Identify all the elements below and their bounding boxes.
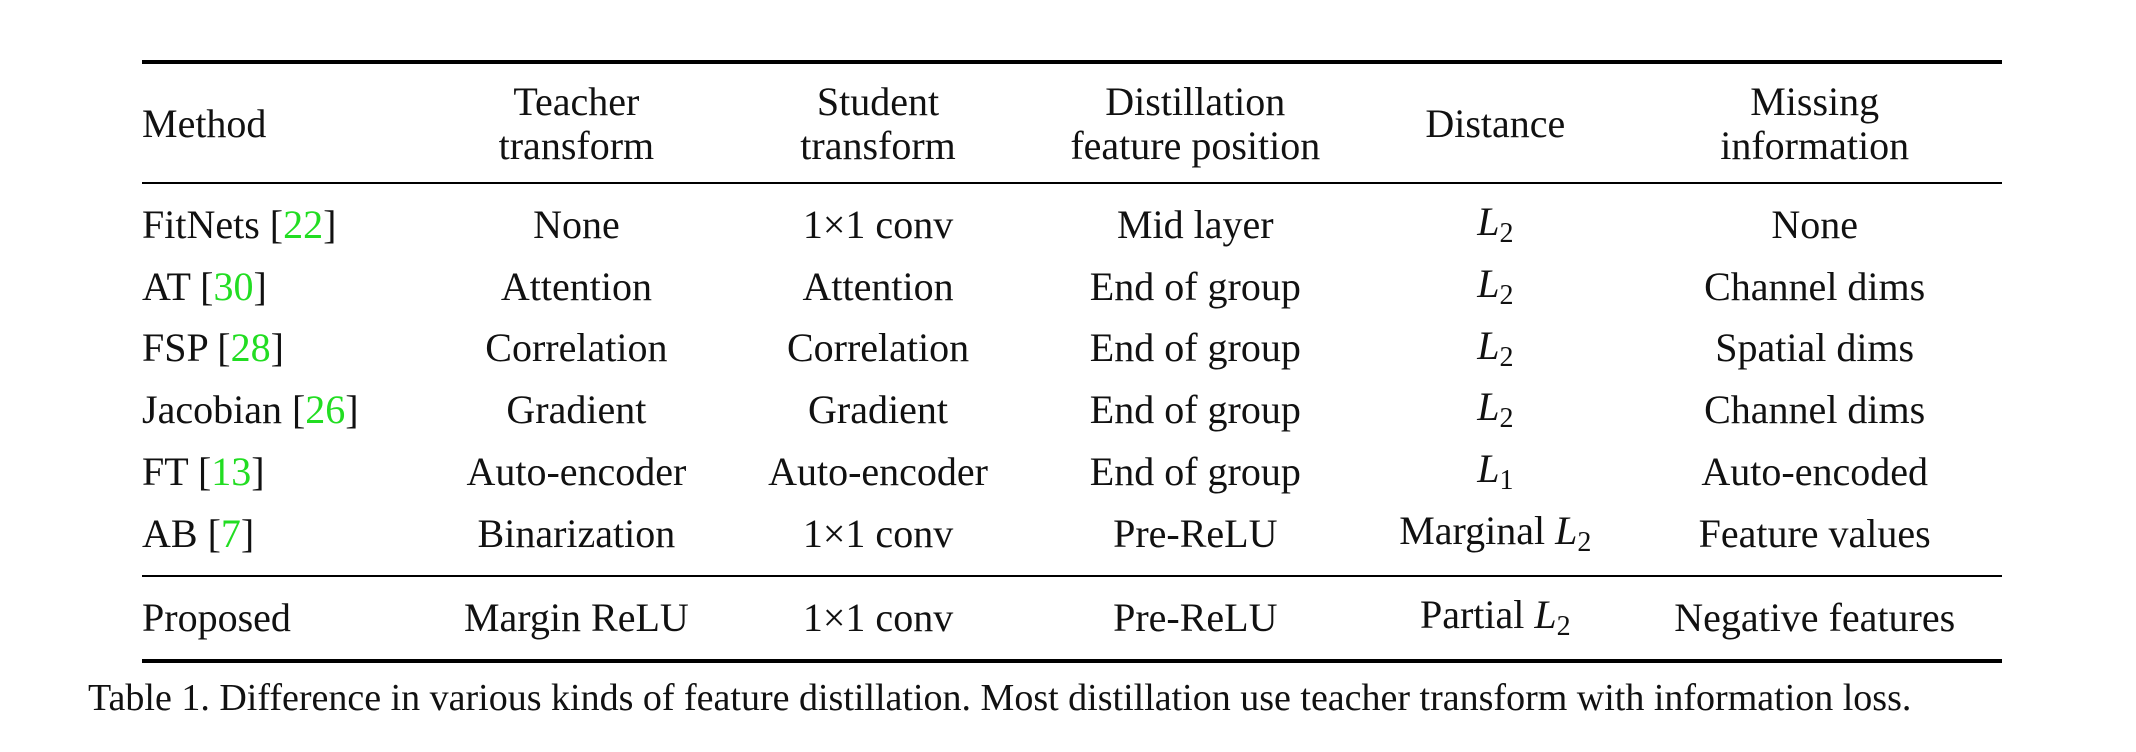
student-cell: 1×1 conv (802, 594, 954, 640)
missing-cell: Auto-encoded (1701, 449, 1928, 495)
student-cell: 1×1 conv (802, 510, 954, 556)
method-cell: AT [30] (142, 263, 267, 309)
method-cell: FSP [28] (142, 325, 284, 371)
student-cell: Auto-encoder (768, 449, 988, 495)
missing-cell: Feature values (1698, 510, 1931, 556)
proposed-section: Proposed Margin ReLU 1×1 conv Pre-ReLU P… (142, 575, 2002, 661)
teacher-cell: Correlation (485, 325, 668, 371)
position-cell: Mid layer (1116, 201, 1274, 247)
distance-cell: Marginal L2 (1399, 507, 1592, 558)
table-row: FSP [28] Correlation Correlation End of … (142, 318, 2002, 380)
citation-link[interactable]: 30 (213, 263, 254, 309)
teacher-cell: Attention (500, 263, 652, 309)
distance-cell: L2 (1477, 260, 1514, 311)
distance-cell: L1 (1477, 446, 1514, 497)
position-cell: Pre-ReLU (1113, 594, 1278, 640)
citation-link[interactable]: 22 (283, 201, 324, 247)
table-row: Jacobian [26] Gradient Gradient End of g… (142, 379, 2002, 441)
header-distance: Distance (1425, 101, 1566, 146)
method-cell: FT [13] (142, 449, 265, 495)
method-cell: Proposed (142, 594, 291, 640)
table-caption: Table 1. Difference in various kinds of … (88, 677, 1912, 719)
table-body: FitNets [22] None 1×1 conv Mid layer L2 … (142, 183, 2002, 576)
distance-cell: L2 (1477, 199, 1514, 249)
citation-link[interactable]: 28 (230, 325, 271, 371)
position-cell: End of group (1089, 263, 1301, 309)
teacher-cell: Binarization (477, 510, 676, 556)
proposed-row: Proposed Margin ReLU 1×1 conv Pre-ReLU P… (142, 575, 2002, 661)
distance-cell: Partial L2 (1419, 591, 1571, 642)
distance-cell: L2 (1477, 384, 1514, 435)
method-cell: FitNets [22] (142, 201, 337, 247)
student-cell: Attention (802, 263, 954, 309)
method-cell: AB [7] (142, 510, 255, 556)
header-method: Method (142, 101, 267, 146)
position-cell: Pre-ReLU (1113, 510, 1278, 556)
teacher-cell: None (533, 201, 620, 247)
missing-cell: Spatial dims (1715, 325, 1915, 371)
table-row: FT [13] Auto-encoder Auto-encoder End of… (142, 441, 2002, 503)
position-cell: End of group (1089, 449, 1301, 495)
student-cell: Gradient (808, 387, 948, 433)
missing-cell: Channel dims (1704, 387, 1926, 433)
table-row: AT [30] Attention Attention End of group… (142, 256, 2002, 318)
table-row: AB [7] Binarization 1×1 conv Pre-ReLU Ma… (142, 503, 2002, 576)
citation-link[interactable]: 13 (211, 449, 252, 495)
student-cell: 1×1 conv (802, 201, 954, 247)
teacher-cell: Gradient (506, 387, 647, 433)
student-cell: Correlation (786, 325, 970, 371)
missing-cell: Channel dims (1704, 263, 1926, 309)
position-cell: End of group (1089, 387, 1301, 433)
missing-cell: None (1771, 201, 1858, 247)
method-cell: Jacobian [26] (142, 387, 359, 433)
missing-cell: Negative features (1674, 594, 1956, 640)
distance-cell: L2 (1477, 322, 1514, 373)
citation-link[interactable]: 26 (305, 387, 346, 433)
table-row: FitNets [22] None 1×1 conv Mid layer L2 … (142, 183, 2002, 256)
teacher-cell: Auto-encoder (466, 449, 687, 495)
teacher-cell: Margin ReLU (463, 594, 689, 640)
position-cell: End of group (1089, 325, 1301, 371)
citation-link[interactable]: 7 (220, 510, 241, 556)
